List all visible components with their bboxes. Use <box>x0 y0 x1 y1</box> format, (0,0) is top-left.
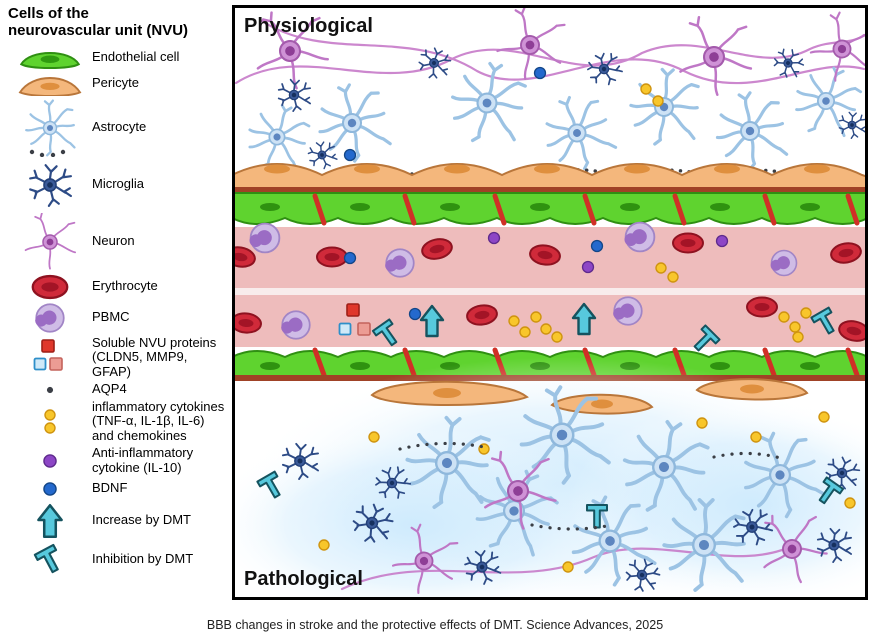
legend-item-label: Inhibition by DMT <box>92 551 194 567</box>
increase-by-dmt-icon <box>8 502 92 540</box>
legend-item-pbmc: PBMC <box>8 302 230 333</box>
inhibition-by-dmt-icon <box>8 543 92 577</box>
neuron-processes-pathological <box>340 541 800 591</box>
panel-border <box>232 5 868 600</box>
endothelial-nuclei <box>260 203 820 211</box>
legend-title-line1: Cells of the <box>8 5 89 22</box>
aqp4-icon <box>8 383 92 397</box>
legend-item-aqp4: AQP4 <box>8 382 230 397</box>
legend-item-erythrocyte: Erythrocyte <box>8 274 230 300</box>
neuron-icon <box>8 212 92 271</box>
endothelial-cell-icon <box>8 47 92 69</box>
legend-item-bdnf: BDNF <box>8 479 230 499</box>
vessel-lumen-physiological <box>232 221 868 288</box>
figure-caption: BBB changes in stroke and the protective… <box>206 618 664 632</box>
legend-item-endothelial: Endothelial cell <box>8 47 230 69</box>
legend-item-label: Pericyte <box>92 75 139 91</box>
legend-item-label: inflammatory cytokines (TNF-α, IL-1β, IL… <box>92 398 225 443</box>
tight-junctions-top <box>312 193 860 226</box>
legend-item-label: Anti-inflammatory cytokine (IL-10) <box>92 445 194 475</box>
legend-item-increase-dmt: Increase by DMT <box>8 502 230 540</box>
legend-item-neuron: Neuron <box>8 212 230 271</box>
legend-item-label: Erythrocyte <box>92 278 158 294</box>
detached-pericytes <box>370 378 809 415</box>
basement-membrane-top <box>232 187 868 193</box>
diagram-panel: Physiological Pathological <box>232 5 868 600</box>
soluble-nvu-proteins-icon <box>8 338 92 376</box>
legend-item-label: Soluble NVU proteins (CLDN5, MMP9, GFAP) <box>92 334 217 379</box>
bdnf-dot-lumen-patho <box>408 307 422 321</box>
legend-item-astrocyte: Astrocyte <box>8 99 230 157</box>
legend-item-label: Neuron <box>92 233 135 249</box>
legend-item-label: Astrocyte <box>92 119 147 135</box>
legend-item-anti-inflammatory: Anti-inflammatory cytokine (IL-10) <box>8 446 230 475</box>
microglia-icon <box>8 160 92 210</box>
astrocyte-icon <box>8 99 92 157</box>
endothelial-layer-physiological <box>232 192 868 226</box>
pericyte-nuclei <box>264 164 830 174</box>
erythrocyte-icon <box>8 274 92 300</box>
legend-title-line2: neurovascular unit (NVU) <box>8 21 189 39</box>
legend-title: Cells of the neurovascular unit (NVU) <box>8 5 230 40</box>
legend-item-soluble-proteins: Soluble NVU proteins (CLDN5, MMP9, GFAP) <box>8 334 230 380</box>
vessel-lumen-pathological <box>232 295 868 357</box>
aqp4-dots-pathological <box>398 441 786 531</box>
legend-item-label: Microglia <box>92 176 145 192</box>
legend-item-microglia: Microglia <box>8 160 230 210</box>
bdnf-icon <box>8 479 92 499</box>
legend-item-inflammatory-cytokines: inflammatory cytokines (TNF-α, IL-1β, IL… <box>8 398 230 444</box>
legend-item-label: Increase by DMT <box>92 512 191 528</box>
pericyte-layer-physiological <box>232 163 868 190</box>
diagram-column: Physiological Pathological <box>232 0 870 638</box>
pbmc-icon <box>8 302 92 333</box>
lumen-divider <box>232 288 868 295</box>
bdnf-dots-top <box>343 66 547 162</box>
legend-panel: Cells of the neurovascular unit (NVU) En… <box>0 0 232 638</box>
legend-item-label: Endothelial cell <box>92 49 180 65</box>
pathological-label: Pathological <box>244 568 363 590</box>
legend-item-label: AQP4 <box>92 381 127 397</box>
physiological-label: Physiological <box>244 15 373 37</box>
pericyte-icon <box>8 72 92 96</box>
legend-item-inhibition-dmt: Inhibition by DMT <box>8 543 230 577</box>
legend-item-label: BDNF <box>92 480 128 496</box>
neuron-processes <box>234 19 866 85</box>
pathological-parenchyma <box>232 357 868 600</box>
inflammatory-cytokines-icon <box>8 407 92 437</box>
legend-item-pericyte: Pericyte <box>8 72 230 96</box>
anti-inflammatory-cytokine-icon <box>8 451 92 471</box>
legend-item-label: PBMC <box>92 309 130 325</box>
